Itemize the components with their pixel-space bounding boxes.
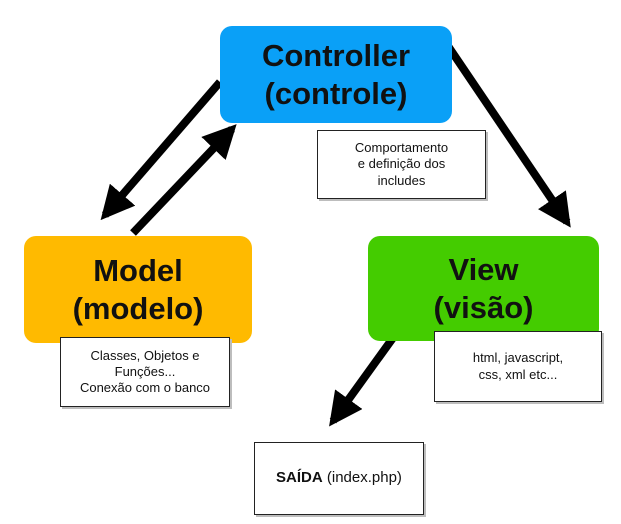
view-note-line: css, xml etc... (478, 366, 558, 382)
output-filename: (index.php) (322, 469, 402, 487)
controller-note-line: includes (377, 172, 426, 188)
model-note-line: Funções... (114, 363, 176, 379)
controller-title: Controller (261, 38, 411, 74)
model-note: Classes, Objetos e Funções... Conexão co… (60, 337, 230, 407)
output-box: SAÍDA (index.php) (254, 442, 424, 515)
view-note-line: html, javascript, (472, 350, 564, 366)
controller-note-line: Comportamento (354, 140, 449, 156)
controller-note: Comportamento e definição dos includes (317, 130, 486, 199)
output-label: SAÍDA (276, 469, 323, 487)
arrow-controller-to-model (100, 79, 224, 221)
view-subtitle: (visão) (433, 289, 534, 325)
controller-note-line: e definição dos (357, 156, 446, 172)
view-title: View (448, 252, 519, 288)
controller-box: Controller (controle) (220, 26, 452, 123)
arrow-controller-to-view (444, 43, 571, 228)
model-note-line: Conexão com o banco (79, 380, 211, 396)
view-note: html, javascript, css, xml etc... (434, 331, 602, 402)
model-box: Model (modelo) (24, 236, 252, 343)
view-box: View (visão) (368, 236, 599, 341)
arrow-model-to-controller (130, 124, 237, 236)
controller-subtitle: (controle) (264, 75, 408, 111)
model-title: Model (93, 253, 183, 289)
model-note-line: Classes, Objetos e (90, 347, 200, 363)
model-subtitle: (modelo) (72, 290, 204, 326)
